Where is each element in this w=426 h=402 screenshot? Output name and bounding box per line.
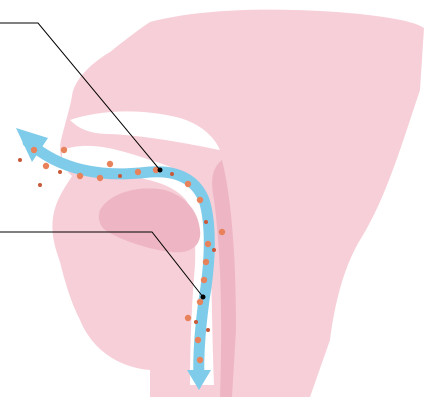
particle-icon xyxy=(197,299,203,305)
callout-dot-upper xyxy=(158,168,163,173)
particle-icon xyxy=(203,259,209,265)
particle-icon xyxy=(38,183,42,187)
particle-icon xyxy=(97,175,103,181)
particle-icon xyxy=(58,170,62,174)
particle-icon xyxy=(185,181,191,187)
particle-icon xyxy=(61,147,67,153)
particle-icon xyxy=(195,337,201,343)
particle-icon xyxy=(118,174,122,178)
particle-icon xyxy=(18,158,22,162)
particle-icon xyxy=(170,172,174,176)
callout-dot-lower xyxy=(201,295,206,300)
particle-icon xyxy=(197,357,203,363)
particle-icon xyxy=(197,197,203,203)
particle-icon xyxy=(204,220,208,224)
particle-icon xyxy=(135,169,141,175)
particle-icon xyxy=(212,248,216,252)
particle-icon xyxy=(206,328,210,332)
particle-icon xyxy=(185,315,191,321)
particle-icon xyxy=(107,161,113,167)
particle-icon xyxy=(31,147,37,153)
particle-icon xyxy=(194,320,198,324)
particle-icon xyxy=(43,163,49,169)
particle-icon xyxy=(219,229,225,235)
particle-icon xyxy=(201,277,207,283)
particle-icon xyxy=(77,173,83,179)
particle-icon xyxy=(205,241,211,247)
